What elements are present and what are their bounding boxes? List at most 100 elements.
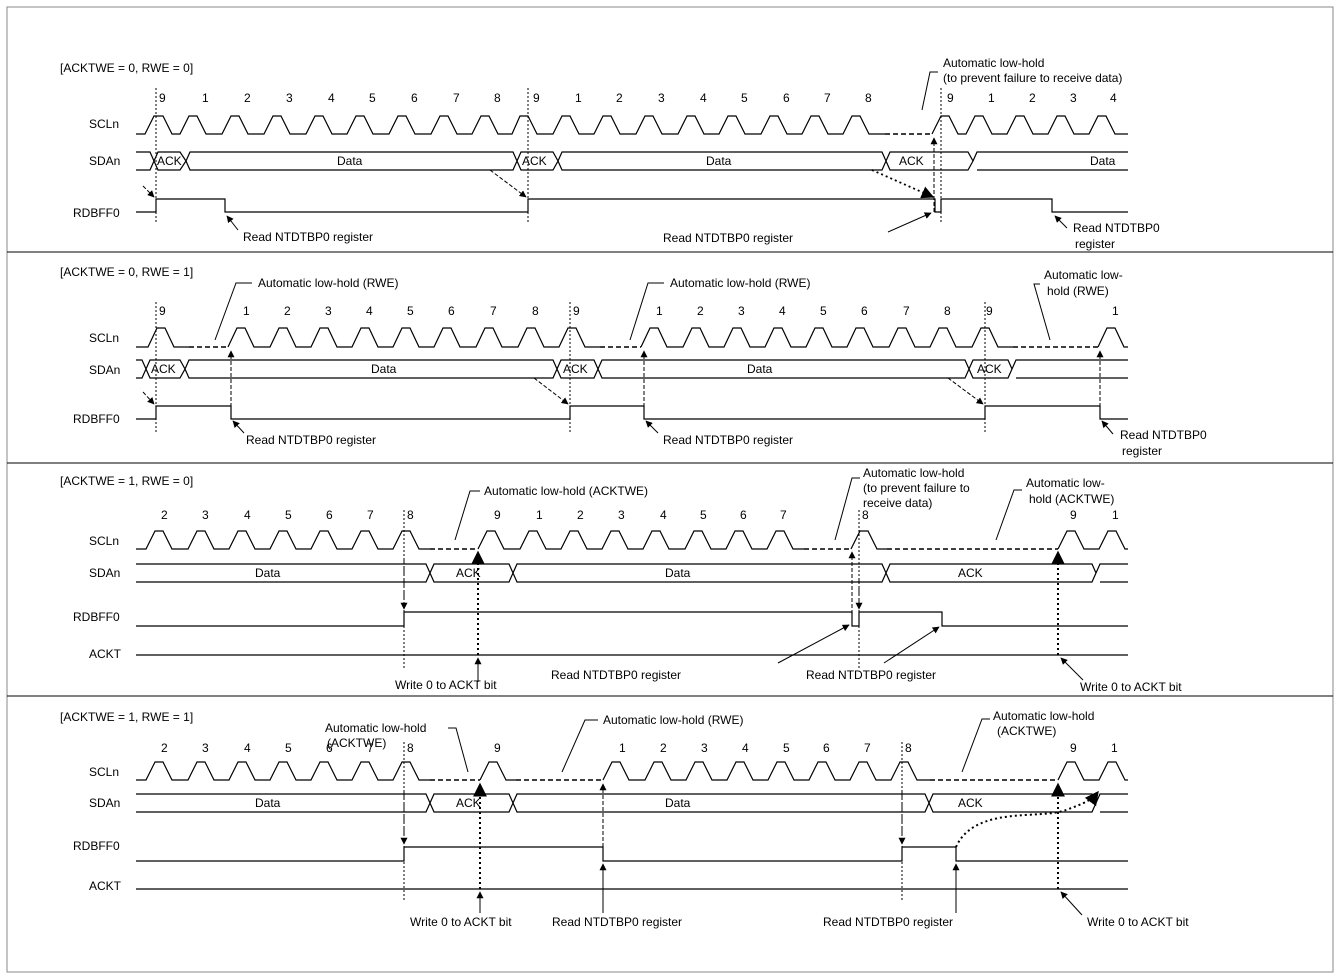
signal-label-sda: SDAn: [89, 154, 120, 168]
clock-number: 6: [783, 91, 790, 105]
annotation-auto-hold: Automatic low-hold: [325, 721, 426, 735]
clock-number: 6: [448, 304, 455, 318]
clock-number: 2: [616, 91, 623, 105]
scl-waveform: [477, 530, 804, 550]
scl-waveform: [602, 761, 930, 781]
clock-number: 7: [824, 91, 831, 105]
annotation-leader: [448, 727, 469, 773]
signal-label-rdbff: RDBFF0: [73, 839, 120, 853]
clock-number: 2: [284, 304, 291, 318]
clock-number: 1: [988, 91, 995, 105]
clock-number: 6: [740, 508, 747, 522]
annotation-auto-hold-rwe: Automatic low-hold (RWE): [603, 713, 743, 727]
scl-waveform: [850, 530, 887, 550]
annotation-leader: [995, 489, 1022, 541]
clock-number: 4: [660, 508, 667, 522]
event-read-register: Read NTDTBP0 register: [663, 433, 793, 447]
clock-number: 4: [328, 91, 335, 105]
sda-label-data: Data: [255, 796, 281, 810]
signal-label-ackt: ACKT: [89, 647, 122, 661]
clock-number: 8: [494, 91, 501, 105]
clock-number: 7: [780, 508, 787, 522]
clock-number: 9: [947, 91, 954, 105]
scl-waveform: [1057, 530, 1128, 550]
clock-number: 6: [861, 304, 868, 318]
clock-numbers: 2 3 4 5 6 7 8 9 1 2 3 4 5 6 7 8 9 1: [161, 508, 1119, 522]
clock-number: 7: [367, 508, 374, 522]
clock-number: 5: [741, 91, 748, 105]
sda-label-ack: ACK: [151, 362, 176, 376]
signal-label-scl: SCLn: [89, 331, 119, 345]
annotation-auto-hold-rwe: Automatic low-hold (RWE): [670, 276, 810, 290]
clock-number: 4: [700, 91, 707, 105]
clock-numbers: 9 1 2 3 4 5 6 7 8 9 1 2 3 4 5 6 7 8 9 1: [159, 304, 1119, 318]
signal-label-sda: SDAn: [89, 363, 120, 377]
annotation-auto-hold-note: (to prevent failure to: [863, 481, 970, 495]
sda-label-data: Data: [255, 566, 281, 580]
signal-label-sda: SDAn: [89, 566, 120, 580]
annotation-auto-hold-acktwe: Automatic low-: [1026, 476, 1105, 490]
event-read-register: Read NTDTBP0 register: [551, 668, 681, 682]
panel-acktwe0-rwe1: [ACKTWE = 0, RWE = 1] SCLn SDAn RDBFF0 9…: [60, 265, 1207, 458]
event-arrow: [1060, 891, 1083, 916]
sda-label-ack: ACK: [958, 796, 983, 810]
annotation-auto-hold: Automatic low-hold: [863, 466, 964, 480]
event-read-register: Read NTDTBP0: [1120, 428, 1207, 442]
annotation-leader: [214, 282, 252, 341]
clock-number: 2: [1029, 91, 1036, 105]
clock-number: 8: [944, 304, 951, 318]
cause-arrow: [871, 169, 935, 199]
signal-label-rdbff: RDBFF0: [73, 412, 120, 426]
panel-acktwe0-rwe0: [ACKTWE = 0, RWE = 0] SCLn SDAn RDBFF0 9…: [60, 56, 1160, 251]
clock-number: 7: [453, 91, 460, 105]
event-read-register: Read NTDTBP0 register: [806, 668, 936, 682]
scl-waveform: [1097, 327, 1128, 348]
clock-number: 3: [618, 508, 625, 522]
annotation-leader: [834, 477, 860, 541]
clock-number: 8: [407, 508, 414, 522]
sda-label-data: Data: [1090, 154, 1116, 168]
sda-label-data: Data: [371, 362, 397, 376]
annotation-auto-hold-acktwe: Automatic low-hold (ACKTWE): [484, 484, 648, 498]
sda-label-ack: ACK: [563, 362, 588, 376]
clock-number: 6: [411, 91, 418, 105]
clock-number: 4: [244, 508, 251, 522]
scl-waveform: [136, 327, 189, 348]
sda-label-ack: ACK: [456, 796, 481, 810]
sda-label-ack: ACK: [977, 362, 1002, 376]
sda-label-ack: ACK: [899, 154, 924, 168]
clock-number: 2: [161, 508, 168, 522]
cause-arrow: [533, 377, 569, 405]
event-read-register: Read NTDTBP0 register: [552, 915, 682, 929]
clock-number: 7: [490, 304, 497, 318]
clock-number: 4: [1110, 91, 1117, 105]
clock-number: 4: [244, 741, 251, 755]
clock-number: 1: [243, 304, 250, 318]
cause-arrow: [947, 377, 984, 405]
clock-number: 6: [823, 741, 830, 755]
event-arrow: [777, 624, 850, 664]
annotation-leader: [561, 719, 598, 773]
clock-number: 2: [697, 304, 704, 318]
sda-label-ack: ACK: [157, 154, 182, 168]
sda-waveform: [136, 151, 1128, 171]
clock-number: 7: [864, 741, 871, 755]
clock-number: 9: [159, 91, 166, 105]
rdbff0-waveform: [136, 405, 1128, 420]
annotation-auto-hold-cont: (ACKTWE): [997, 724, 1056, 738]
clock-number: 8: [905, 741, 912, 755]
event-write-ackt: Write 0 to ACKT bit: [1080, 680, 1182, 694]
scl-waveform: [136, 115, 885, 135]
clock-number: 9: [573, 304, 580, 318]
panel-title: [ACKTWE = 0, RWE = 0]: [60, 61, 193, 75]
clock-number: 4: [366, 304, 373, 318]
event-read-register: Read NTDTBP0: [1073, 221, 1160, 235]
clock-numbers: 9 1 2 3 4 5 6 7 8 9 1 2 3 4 5 6 7 8 9 1 …: [159, 91, 1117, 105]
clock-number: 1: [202, 91, 209, 105]
scl-waveform: [227, 327, 600, 348]
sda-label-data: Data: [665, 566, 691, 580]
annotation-auto-hold-rwe-cont: hold (RWE): [1047, 284, 1109, 298]
scl-waveform: [479, 761, 516, 781]
clock-number: 5: [285, 741, 292, 755]
signal-label-scl: SCLn: [89, 534, 119, 548]
